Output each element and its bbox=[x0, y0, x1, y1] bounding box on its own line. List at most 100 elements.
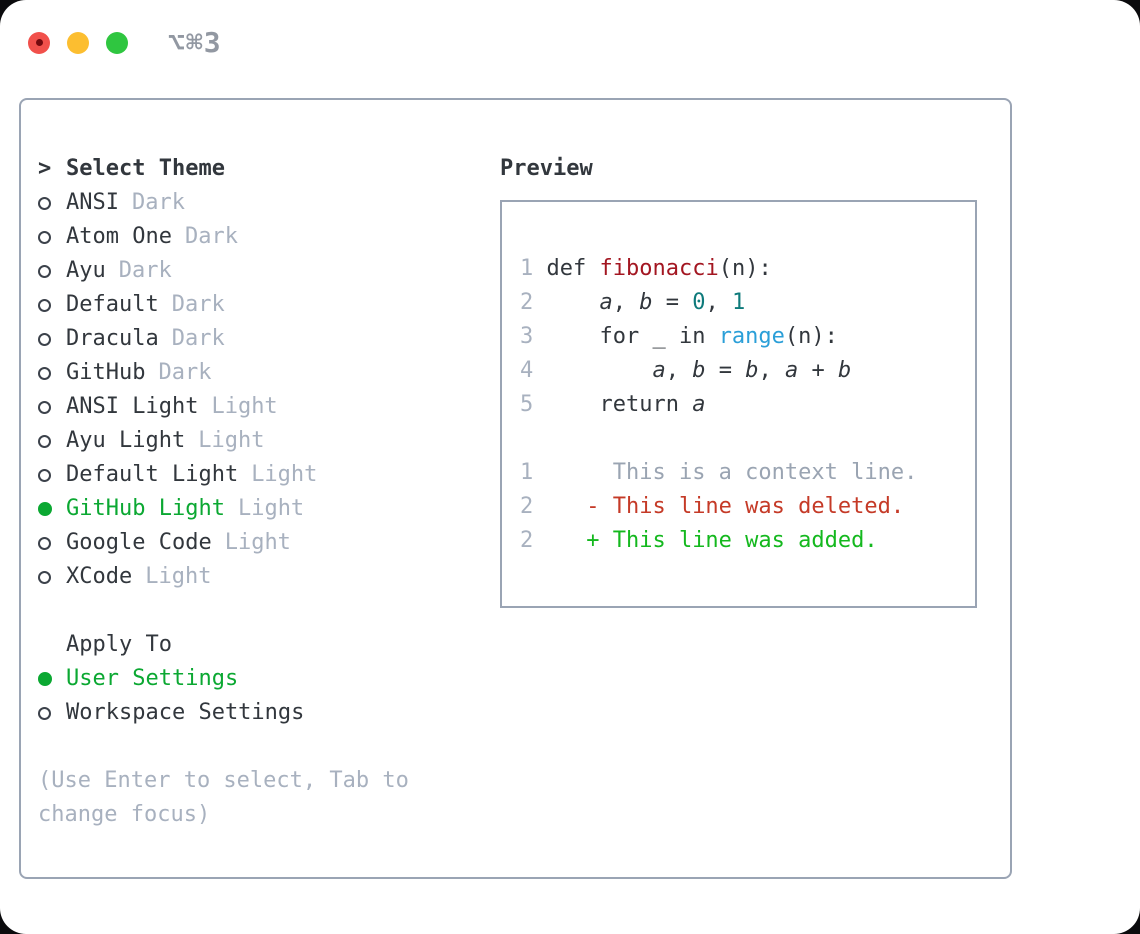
code-segment: a bbox=[692, 392, 706, 417]
radio-icon bbox=[38, 434, 51, 448]
spacer bbox=[38, 594, 500, 628]
radio-slot bbox=[38, 570, 66, 584]
option-label: GitHub bbox=[66, 360, 146, 385]
radio-slot bbox=[38, 264, 66, 278]
code-segment: 5 bbox=[520, 392, 547, 417]
radio-icon bbox=[38, 706, 51, 720]
code-segment: range bbox=[718, 324, 785, 349]
focus-caret-icon: > bbox=[38, 156, 52, 181]
code-segment: (n): bbox=[784, 324, 838, 349]
radio-slot bbox=[38, 298, 66, 312]
code-segment: 2 bbox=[520, 528, 534, 553]
radio-slot bbox=[38, 672, 66, 686]
preview-title: Preview bbox=[500, 156, 593, 181]
radio-slot bbox=[38, 196, 66, 210]
code-segment: (n): bbox=[718, 256, 772, 281]
code-segment: - This line was deleted. bbox=[533, 494, 905, 519]
code-segment: a bbox=[599, 290, 613, 315]
code-line: 2 + This line was added. bbox=[520, 524, 975, 558]
minimize-button[interactable] bbox=[67, 31, 89, 54]
code-segment: = bbox=[705, 358, 746, 383]
theme-option[interactable]: GitHub Dark bbox=[38, 356, 500, 390]
code-segment: 2 bbox=[520, 290, 547, 315]
option-label: Default bbox=[66, 292, 159, 317]
window-shortcut-label: ⌥⌘3 bbox=[168, 26, 222, 59]
apply-panel-header: Apply To bbox=[38, 628, 500, 662]
radio-icon bbox=[38, 570, 51, 584]
option-variant-label: Dark bbox=[171, 326, 225, 351]
code-segment: 3 bbox=[520, 324, 547, 349]
option-variant-label: Light bbox=[251, 462, 318, 487]
close-button[interactable] bbox=[28, 31, 50, 54]
radio-icon bbox=[38, 366, 51, 380]
radio-slot bbox=[38, 332, 66, 346]
code-segment: 1 bbox=[731, 290, 746, 315]
apply-option[interactable]: Workspace Settings bbox=[38, 696, 500, 730]
preview-panel: Preview 1 def fibonacci(n):2 a, b = 0, 1… bbox=[500, 152, 1010, 877]
radio-icon bbox=[38, 536, 51, 550]
theme-panel-header: > Select Theme bbox=[38, 152, 500, 186]
option-variant-label: Light bbox=[145, 564, 212, 589]
option-variant-label: Dark bbox=[118, 258, 172, 283]
apply-option[interactable]: User Settings bbox=[38, 662, 500, 696]
radio-slot bbox=[38, 536, 66, 550]
code-segment: 1 bbox=[520, 460, 534, 485]
radio-slot bbox=[38, 468, 66, 482]
radio-slot bbox=[38, 502, 66, 516]
code-segment: , bbox=[758, 358, 785, 383]
option-label: Google Code bbox=[66, 530, 212, 555]
code-line: 1 This is a context line. bbox=[520, 456, 975, 490]
option-label: User Settings bbox=[66, 666, 239, 691]
radio-selected-icon bbox=[38, 502, 52, 516]
code-line: 3 for _ in range(n): bbox=[520, 320, 975, 354]
code-segment: , bbox=[665, 358, 693, 383]
code-line: 4 a, b = b, a + b bbox=[520, 354, 975, 388]
code-segment: 4 bbox=[520, 358, 547, 383]
code-segment: = bbox=[652, 290, 693, 315]
code-line bbox=[520, 422, 975, 456]
code-segment: + bbox=[798, 358, 838, 383]
option-label: Ayu bbox=[66, 258, 106, 283]
radio-icon bbox=[38, 332, 51, 346]
option-variant-label: Dark bbox=[184, 224, 238, 249]
radio-icon bbox=[38, 298, 51, 312]
code-line: 1 def fibonacci(n): bbox=[520, 252, 975, 286]
radio-slot bbox=[38, 434, 66, 448]
zoom-button[interactable] bbox=[106, 31, 128, 54]
code-segment: a bbox=[652, 358, 666, 383]
code-segment bbox=[547, 290, 600, 315]
theme-option[interactable]: Default Dark bbox=[38, 288, 500, 322]
code-segment: b bbox=[745, 358, 759, 383]
option-label: Ayu Light bbox=[66, 428, 186, 453]
option-label: ANSI bbox=[66, 190, 119, 215]
hint-line: change focus) bbox=[38, 802, 211, 827]
radio-selected-icon bbox=[38, 672, 52, 686]
theme-option[interactable]: Ayu Dark bbox=[38, 254, 500, 288]
code-segment: , bbox=[612, 290, 640, 315]
theme-option[interactable]: ANSI Dark bbox=[38, 186, 500, 220]
code-line: 2 - This line was deleted. bbox=[520, 490, 975, 524]
code-segment: for _ in bbox=[546, 324, 719, 349]
option-variant-label: Dark bbox=[131, 190, 185, 215]
radio-slot bbox=[38, 706, 66, 720]
preview-header: Preview bbox=[500, 152, 1010, 186]
code-segment: b bbox=[692, 358, 706, 383]
option-variant-label: Dark bbox=[158, 360, 212, 385]
theme-panel-title: Select Theme bbox=[66, 156, 225, 181]
radio-icon bbox=[38, 196, 51, 210]
radio-icon bbox=[38, 468, 51, 482]
option-variant-label: Dark bbox=[171, 292, 225, 317]
code-segment: fibonacci bbox=[599, 256, 719, 281]
